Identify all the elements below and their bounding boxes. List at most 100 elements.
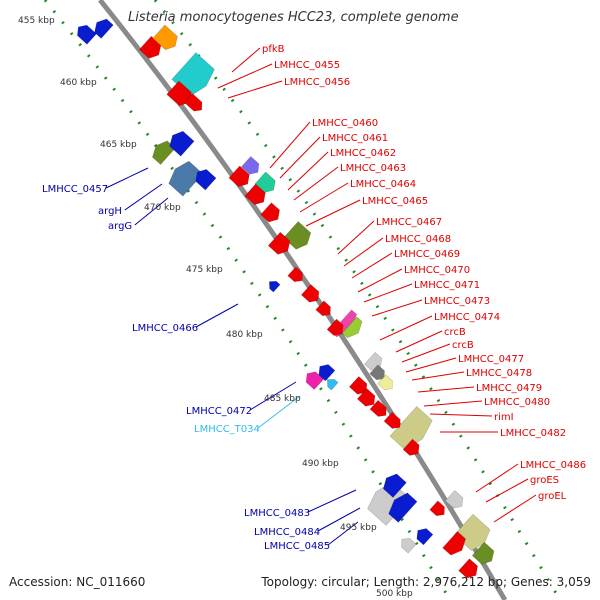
forward-gene-label: crcB xyxy=(452,340,474,351)
forward-gene-label: LMHCC_0463 xyxy=(340,163,406,174)
forward-gene-label: LMHCC_0471 xyxy=(414,280,480,291)
gene-arrow xyxy=(402,438,420,456)
forward-leader-line xyxy=(405,357,457,373)
forward-gene-block-28 xyxy=(357,388,376,407)
forward-gene-label: LMHCC_0469 xyxy=(394,249,460,260)
scale-tick-label: 500 kbp xyxy=(376,589,413,599)
scale-tick-label: 485 kbp xyxy=(264,394,301,404)
forward-gene-block-26 xyxy=(377,374,393,391)
forward-leader-line xyxy=(423,400,483,407)
forward-gene-block-46 xyxy=(471,541,495,565)
reverse-gene-label: LMHCC_0484 xyxy=(254,527,320,538)
reverse-gene-label: LMHCC_0466 xyxy=(132,323,198,334)
forward-gene-block-5 xyxy=(166,80,192,106)
forward-leader-line xyxy=(293,166,339,201)
forward-leader-line xyxy=(279,136,321,179)
gene-arrow xyxy=(169,130,195,157)
forward-gene-label: LMHCC_0461 xyxy=(322,133,388,144)
forward-gene-label: LMHCC_0474 xyxy=(434,312,500,323)
forward-gene-block-11 xyxy=(241,156,260,175)
forward-gene-block-27 xyxy=(349,376,368,395)
gene-arrow xyxy=(254,171,276,193)
label-leader-lines xyxy=(105,47,537,546)
gene-arrow xyxy=(471,541,495,565)
reverse-leader-line xyxy=(317,507,361,532)
gene-arrow xyxy=(260,202,280,223)
forward-leader-line xyxy=(269,121,311,169)
reverse-leader-line xyxy=(307,489,357,513)
forward-gene-block-13 xyxy=(228,165,250,187)
scale-tick-label: 470 kbp xyxy=(144,203,181,213)
reverse-gene-block-38 xyxy=(383,473,407,498)
forward-leader-line xyxy=(485,478,529,503)
scale-tick-label: 495 kbp xyxy=(340,523,377,533)
scale-tick-label: 460 kbp xyxy=(60,78,97,88)
forward-gene-label: LMHCC_0467 xyxy=(376,217,442,228)
forward-gene-label: groEL xyxy=(538,491,567,502)
gene-arrow xyxy=(377,374,393,391)
forward-gene-block-42 xyxy=(429,500,445,517)
forward-gene-label: pfkB xyxy=(262,44,285,55)
forward-leader-line xyxy=(475,463,519,493)
gene-arrow xyxy=(94,18,114,39)
forward-leader-line xyxy=(217,63,273,89)
gene-arrow xyxy=(401,537,417,554)
gene-arrow xyxy=(383,411,401,429)
forward-gene-block-47 xyxy=(458,558,478,579)
forward-leader-line xyxy=(417,386,475,393)
reverse-leader-line xyxy=(105,167,149,189)
forward-gene-label: LMHCC_0479 xyxy=(476,383,542,394)
forward-gene-label: LMHCC_0482 xyxy=(500,428,566,439)
topology-text: Topology: circular; Length: 2,976,212 bp… xyxy=(261,575,591,589)
forward-gene-block-18 xyxy=(287,266,303,283)
scale-tick-label: 455 kbp xyxy=(18,16,55,26)
forward-gene-label: crcB xyxy=(444,327,466,338)
reverse-gene-block-39 xyxy=(388,492,418,523)
gene-arrow xyxy=(244,183,266,205)
gene-arrow xyxy=(183,93,203,112)
forward-gene-label: LMHCC_0465 xyxy=(362,196,428,207)
forward-gene-label: rimI xyxy=(494,412,514,423)
forward-gene-block-23 xyxy=(326,318,344,336)
accession-text: Accession: NC_011660 xyxy=(9,575,146,589)
forward-leader-line xyxy=(227,80,283,99)
gene-arrow xyxy=(357,388,376,407)
gene-arrow xyxy=(341,316,363,339)
forward-gene-block-6 xyxy=(183,93,203,112)
forward-gene-block-16 xyxy=(283,221,312,250)
gene-arrow xyxy=(166,80,192,106)
gene-labels: pfkBLMHCC_0455LMHCC_0456LMHCC_0460LMHCC_… xyxy=(42,44,586,552)
forward-gene-block-29 xyxy=(369,399,387,417)
forward-gene-label: LMHCC_0480 xyxy=(484,397,550,408)
forward-leader-line xyxy=(411,371,465,381)
gene-arrow xyxy=(445,490,464,509)
forward-leader-line xyxy=(351,252,393,279)
forward-gene-label: LMHCC_0464 xyxy=(350,179,416,190)
forward-gene-block-31 xyxy=(383,411,401,429)
gene-arrow xyxy=(383,473,407,498)
forward-gene-label: LMHCC_0478 xyxy=(466,368,532,379)
forward-gene-block-25 xyxy=(369,364,385,381)
scale-rail-outer xyxy=(153,0,562,600)
gene-arrow xyxy=(458,558,478,579)
forward-gene-block-12 xyxy=(254,171,276,193)
reverse-leader-line xyxy=(257,395,301,429)
reverse-gene-block-10 xyxy=(195,169,217,191)
gene-arrow xyxy=(267,231,291,255)
gene-arrow xyxy=(228,165,250,187)
reverse-gene-block-36 xyxy=(327,379,339,391)
forward-gene-label: LMHCC_0462 xyxy=(330,148,396,159)
forward-gene-label: LMHCC_0468 xyxy=(385,234,451,245)
forward-leader-line xyxy=(395,330,443,353)
reverse-gene-label: argG xyxy=(108,221,132,232)
forward-leader-line xyxy=(287,151,329,191)
forward-gene-block-22 xyxy=(341,316,363,339)
reverse-gene-label: LMHCC_0483 xyxy=(244,508,310,519)
gene-arrow xyxy=(326,318,344,336)
forward-gene-label: LMHCC_0486 xyxy=(520,460,586,471)
gene-arrow xyxy=(327,379,339,391)
forward-gene-block-3 xyxy=(152,24,178,50)
